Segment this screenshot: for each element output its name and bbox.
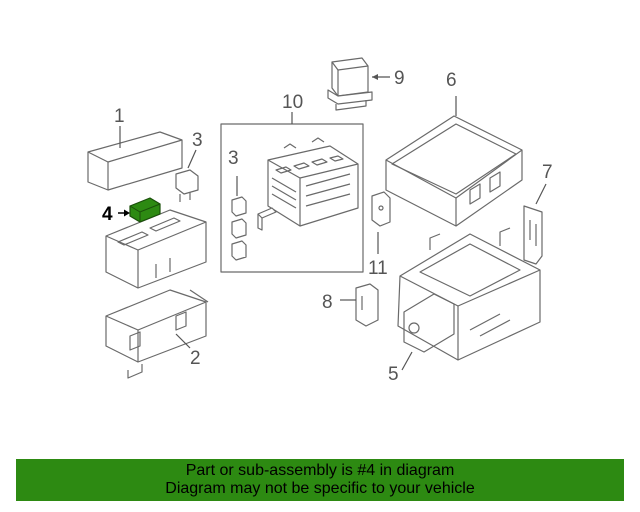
part-8-bracket — [355, 283, 379, 327]
part-6-cover — [385, 115, 523, 227]
part-11-bracket — [371, 191, 391, 227]
callout-11: 11 — [368, 258, 388, 279]
callout-8: 8 — [322, 292, 333, 313]
small-fuses — [231, 196, 277, 261]
part-3-relay — [175, 169, 199, 202]
part-9-relay — [327, 57, 373, 111]
callout-1: 1 — [114, 106, 125, 127]
info-banner: Part or sub-assembly is #4 in diagram Di… — [16, 459, 624, 501]
callout-10: 10 — [282, 92, 303, 113]
part-5-tray — [397, 227, 541, 361]
callout-3-outer: 3 — [192, 130, 203, 151]
callout-9: 9 — [394, 68, 405, 89]
callout-4: 4 — [102, 204, 113, 225]
callout-7: 7 — [542, 162, 553, 183]
callout-5: 5 — [388, 364, 399, 385]
fuse-block — [267, 137, 359, 227]
part-1-block — [87, 131, 183, 191]
callout-6: 6 — [446, 70, 457, 91]
callout-3-inner: 3 — [228, 148, 239, 169]
banner-line-2: Diagram may not be specific to your vehi… — [165, 480, 475, 497]
banner-line-1: Part or sub-assembly is #4 in diagram — [185, 462, 455, 479]
part-2-housing — [105, 209, 209, 379]
part-7-plate — [523, 205, 543, 265]
part-4-highlighted — [118, 197, 161, 223]
callout-2: 2 — [190, 348, 201, 369]
